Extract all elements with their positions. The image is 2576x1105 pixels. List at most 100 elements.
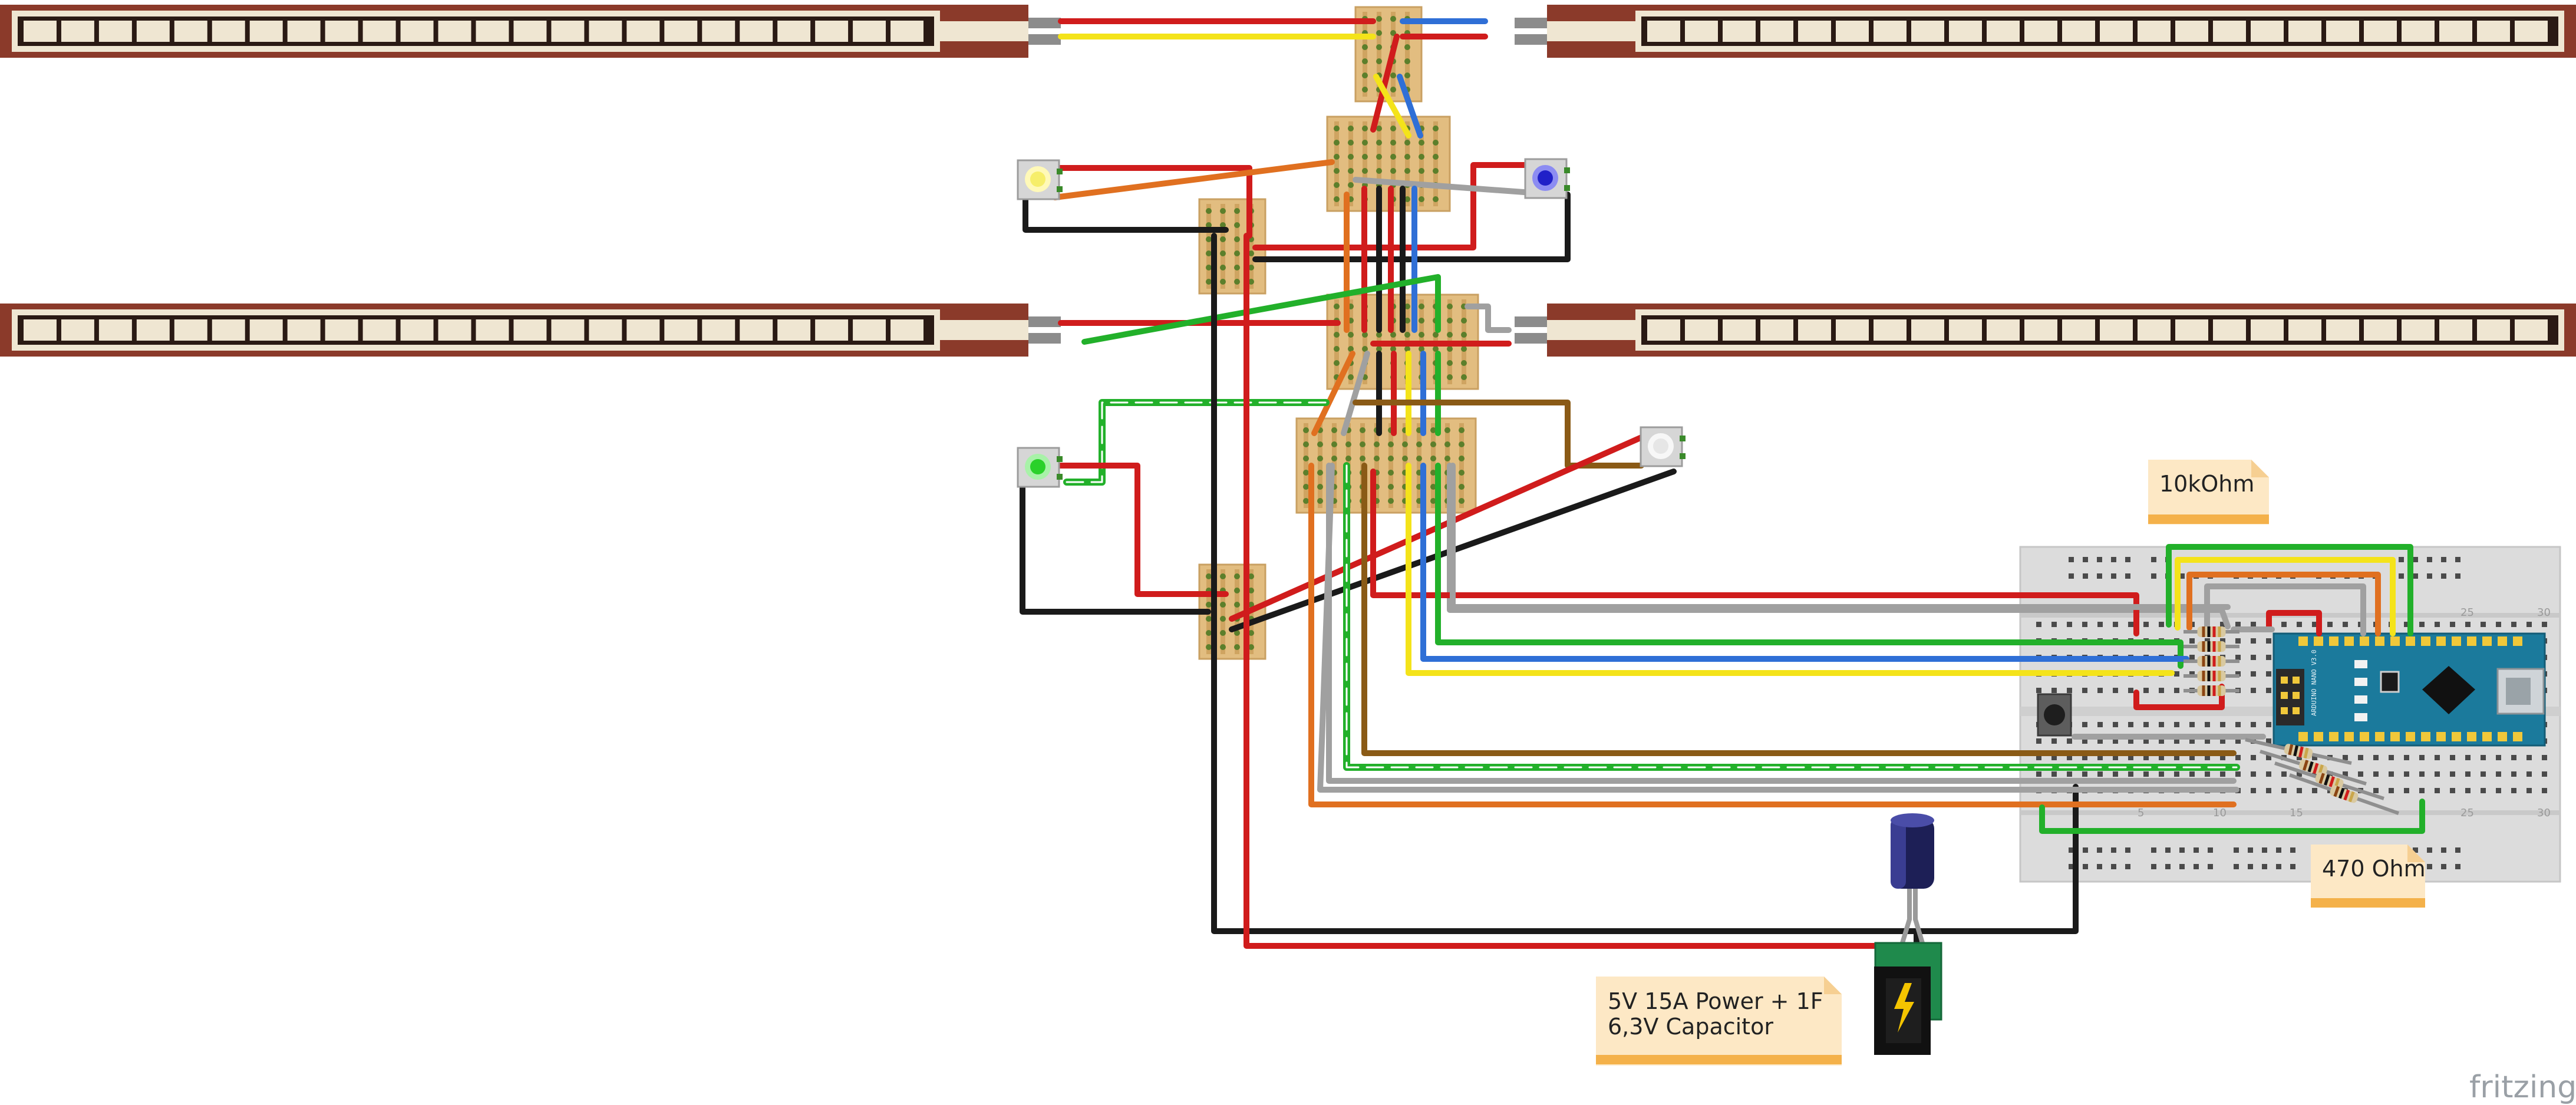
- breadboard-hole: [2413, 847, 2418, 853]
- fritzing-logo: fritzing: [2469, 1070, 2576, 1105]
- perfboard-hole: [1360, 456, 1365, 461]
- perfboard-hole: [1376, 346, 1382, 352]
- breadboard-hole: [2435, 771, 2440, 777]
- perfboard-hole: [1388, 441, 1394, 447]
- perfboard-hole: [1303, 441, 1309, 447]
- breadboard-hole: [2526, 788, 2532, 793]
- sensor-segment: [2024, 319, 2057, 341]
- breadboard-hole: [2511, 622, 2516, 627]
- wire: [2204, 583, 2366, 636]
- sensor-segment: [853, 21, 886, 42]
- power-icon: [1894, 983, 1914, 1033]
- perfboard-hole: [1334, 126, 1340, 131]
- perfboard-hole: [1334, 182, 1340, 188]
- breadboard-hole: [2151, 557, 2156, 562]
- perfboard-hole: [1345, 456, 1351, 461]
- breadboard-hole: [2082, 738, 2087, 744]
- perfboard-hole: [1234, 222, 1240, 228]
- breadboard-hole: [2450, 771, 2455, 777]
- breadboard-hole: [2151, 573, 2156, 579]
- perfboard-hole: [1234, 250, 1240, 256]
- sensor-segment: [287, 319, 321, 341]
- breadboard-hole: [2251, 638, 2256, 644]
- header-pin: [2498, 732, 2507, 741]
- perfboard-hole: [1430, 441, 1436, 447]
- header-pin: [2344, 732, 2354, 741]
- sensor-segment: [2175, 319, 2208, 341]
- breadboard-hole: [2266, 722, 2271, 727]
- breadboard-hole: [2419, 771, 2425, 777]
- perfboard-hole: [1334, 304, 1340, 309]
- breadboard-hole: [2251, 788, 2256, 793]
- sensor-segment: [1798, 21, 1831, 42]
- perfboard-hole: [1220, 602, 1226, 608]
- perfboard-hole: [1430, 484, 1436, 490]
- breadboard-hole: [2113, 622, 2118, 627]
- sensor-segment: [589, 319, 622, 341]
- breadboard-hole: [2441, 557, 2446, 562]
- perfboard-hole: [1390, 154, 1396, 160]
- perfboard-hole: [1388, 470, 1394, 476]
- breadboard-hole: [2128, 771, 2133, 777]
- sensor-segment: [1685, 21, 1718, 42]
- breadboard-hole: [2404, 755, 2409, 760]
- sensor-segment: [2439, 21, 2472, 42]
- push-button[interactable]: [2037, 693, 2072, 737]
- breadboard-hole: [2205, 771, 2210, 777]
- breadboard-hole: [2113, 722, 2118, 727]
- perfboard-hole: [1461, 346, 1467, 352]
- breadboard-hole: [2179, 573, 2185, 579]
- breadboard-hole: [2067, 738, 2072, 744]
- header-pin: [2375, 636, 2384, 646]
- perfboard-hole: [1334, 346, 1340, 352]
- perfboard-hole: [1433, 196, 1439, 202]
- breadboard-hole: [2174, 771, 2179, 777]
- breadboard-hole: [2281, 771, 2287, 777]
- header-pin: [2436, 732, 2446, 741]
- breadboard-hole: [2097, 738, 2103, 744]
- breadboard-hole: [2194, 847, 2199, 853]
- perfboard-hole: [1334, 196, 1340, 202]
- perfboard-hole: [1459, 441, 1465, 447]
- sensor-segment: [61, 21, 94, 42]
- perfboard-hole: [1362, 58, 1368, 64]
- perfboard-hole: [1404, 168, 1410, 174]
- wire: [2186, 572, 2381, 636]
- perfboard-hole: [1206, 616, 1212, 622]
- breadboard-hole: [2235, 771, 2241, 777]
- perfboard-hole: [1220, 279, 1226, 285]
- perfboard-hole: [1388, 484, 1394, 490]
- resistor: [2184, 671, 2239, 681]
- breadboard-hole: [2297, 771, 2302, 777]
- wire: [1311, 351, 1355, 436]
- perfboard-hole: [1433, 140, 1439, 146]
- sensor-segment: [2213, 21, 2246, 42]
- perfboard-hole: [1404, 318, 1410, 324]
- sensor-segment: [1836, 21, 1869, 42]
- sensor-segment: [1685, 319, 1718, 341]
- perfboard-hole: [1404, 154, 1410, 160]
- wire: [1353, 177, 1559, 197]
- wire: [1023, 165, 1252, 239]
- reset-button[interactable]: [2380, 671, 2400, 693]
- header-pin: [2467, 636, 2476, 646]
- perfboard-hole: [1331, 441, 1337, 447]
- perfboard-hole: [1430, 470, 1436, 476]
- breadboard-hole: [2220, 738, 2225, 744]
- breadboard-hole: [2465, 755, 2471, 760]
- header-pin: [2467, 732, 2476, 741]
- breadboard-hole: [2111, 847, 2116, 853]
- perfboard-hole: [1248, 644, 1254, 650]
- breadboard-hole: [2069, 864, 2074, 869]
- wire: [1081, 274, 1441, 345]
- perfboard-hole: [1317, 498, 1323, 504]
- perfboard-hole: [1206, 602, 1212, 608]
- breadboard-hole: [2496, 788, 2501, 793]
- perfboard-hole: [1374, 441, 1380, 447]
- sensor-pin: [1515, 316, 1547, 327]
- led: [1017, 447, 1063, 488]
- breadboard-hole: [2097, 573, 2102, 579]
- breadboard-hole: [2427, 573, 2432, 579]
- wire: [2266, 610, 2322, 636]
- perfboard-hole: [1303, 427, 1309, 433]
